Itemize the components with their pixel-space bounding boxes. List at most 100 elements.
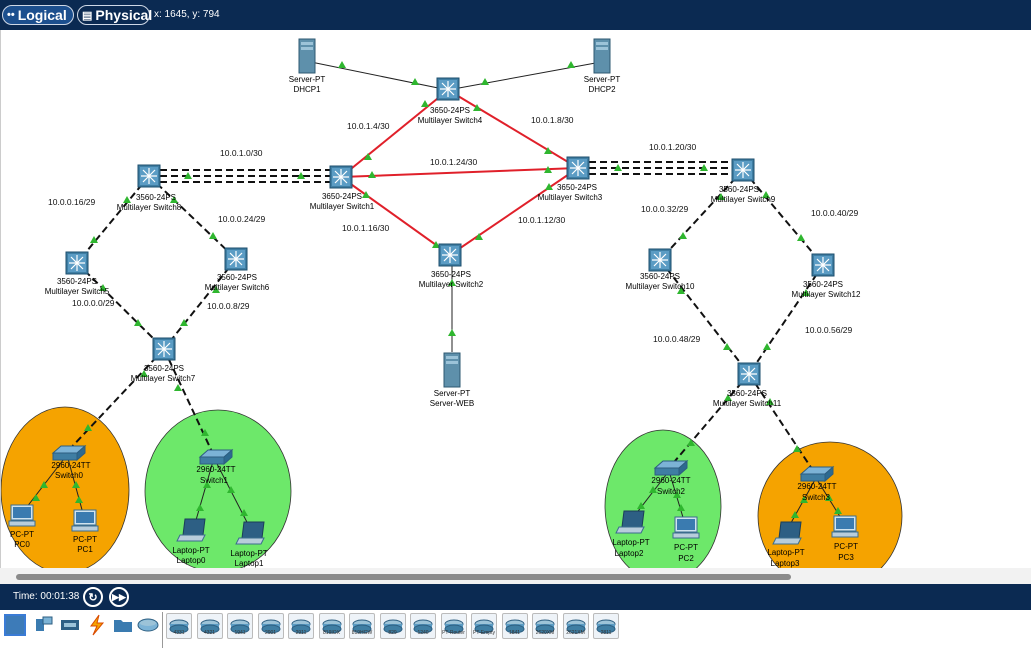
multilayer-switch-icon (566, 156, 590, 180)
device-name: PC2 (678, 554, 694, 563)
device-name: Multilayer Switch10 (626, 282, 695, 291)
device-type: 3560-24PS (217, 273, 257, 282)
logical-tab[interactable]: •• Logical (2, 5, 74, 25)
laptop1[interactable]: Laptop-PT Laptop1 (230, 521, 268, 568)
components-icon[interactable] (59, 614, 81, 636)
pc3[interactable]: PC-PT PC3 (831, 515, 859, 562)
switch2[interactable]: 2960-24TT Switch2 (651, 460, 691, 496)
router-model-pt-empty[interactable] (471, 613, 497, 639)
multilayer-switch6[interactable]: 3560-24PS Multilayer Switch6 (205, 247, 270, 292)
multilayer-switch-icon (811, 253, 835, 277)
palette-divider (162, 612, 163, 648)
connections-icon[interactable] (86, 614, 108, 636)
multilayer-switch5[interactable]: 3560-24PS Multilayer Switch5 (45, 251, 110, 296)
subnet-label: 10.0.0.16/29 (48, 197, 96, 207)
multilayer-switch2[interactable]: 3650-24PS Multilayer Switch2 (419, 243, 484, 289)
device-type: 3560-24PS (727, 389, 767, 398)
server-dhcp1[interactable]: Server-PT DHCP1 (289, 38, 326, 94)
server-dhcp2[interactable]: Server-PT DHCP2 (584, 38, 621, 94)
network-devices-icon[interactable] (4, 614, 26, 636)
subnet-label: 10.0.0.8/29 (207, 301, 250, 311)
laptop0[interactable]: Laptop-PT Laptop0 (172, 518, 210, 565)
device-type: 3560-24PS (144, 364, 184, 373)
logical-tab-label: Logical (17, 7, 67, 23)
multilayer-switch4[interactable]: 3650-24PS Multilayer Switch4 (418, 77, 483, 125)
device-name: Multilayer Switch9 (711, 195, 776, 204)
subnet-label: 10.0.0.32/29 (641, 204, 689, 214)
physical-view-icon: ▤ (82, 9, 93, 22)
multilayer-switch-icon (329, 165, 353, 189)
router-model-label: 819IOX (323, 630, 340, 636)
multilayer-switch1[interactable]: 3650-24PS Multilayer Switch1 (310, 165, 375, 211)
multilayer-switch8[interactable]: 3560-24PS Multilayer Switch8 (117, 164, 182, 212)
router-model-829[interactable] (379, 613, 406, 639)
router-model-label: 2911 (295, 630, 307, 636)
router-model-1841[interactable] (501, 613, 528, 639)
multilayer-switch7[interactable]: 3560-24PS Multilayer Switch7 (131, 337, 196, 383)
router-model-2901[interactable] (257, 613, 284, 639)
device-type: 2960-24TT (797, 482, 836, 491)
pc0[interactable]: PC-PT PC0 (8, 504, 36, 549)
router-model-2811[interactable] (593, 613, 619, 639)
router-icon (230, 619, 250, 634)
multilayer-switch12[interactable]: 3560-24PS Multilayer Switch12 (792, 253, 861, 299)
router-model-2620xm[interactable] (532, 613, 558, 639)
router-model-label: 4321 (203, 630, 216, 636)
device-type: 3560-24PS (136, 193, 176, 202)
router-model-819iox[interactable] (318, 613, 345, 639)
device-name: Switch0 (55, 471, 84, 480)
multilayer-switch3[interactable]: 3650-24PS Multilayer Switch3 (538, 156, 603, 202)
workspace-canvas[interactable]: 10.0.1.4/30 10.0.1.8/30 10.0.1.0/30 10.0… (0, 30, 1031, 568)
router-model-label: 819HGW (351, 630, 373, 636)
server-web[interactable]: Server-PT Server-WEB (430, 352, 474, 408)
fast-forward-icon[interactable]: ▶▶ (109, 587, 129, 607)
pc1[interactable]: PC-PT PC1 (71, 509, 99, 554)
router-model-1240[interactable] (410, 613, 436, 639)
switch1[interactable]: 2960-24TT Switch1 (196, 449, 236, 485)
router-model-pt-router[interactable] (440, 613, 467, 639)
topology-diagram: 10.0.1.4/30 10.0.1.8/30 10.0.1.0/30 10.0… (1, 38, 903, 568)
router-model-2621xm[interactable] (562, 613, 589, 639)
multilayer-switch11[interactable]: 3560-24PS Multilayer Switch11 (713, 362, 782, 408)
scrollbar-thumb[interactable] (16, 574, 791, 580)
device-type: PC-PT (674, 543, 698, 552)
multiuser-icon[interactable] (137, 614, 159, 636)
end-devices-icon[interactable] (32, 614, 54, 636)
router-model-2911[interactable] (288, 613, 314, 639)
subnet-label: 10.0.1.0/30 (220, 148, 263, 158)
multilayer-switch10[interactable]: 3560-24PS Multilayer Switch10 (626, 248, 695, 291)
device-type: Server-PT (434, 389, 471, 398)
router-icon (535, 619, 555, 634)
power-cycle-icon[interactable]: ↻ (83, 587, 103, 607)
server-icon (593, 38, 611, 74)
router-icon (566, 619, 585, 634)
device-type: 3560-24PS (57, 277, 97, 286)
router-model-label: 2811 (600, 630, 612, 636)
device-type: Laptop-PT (172, 546, 209, 555)
router-model-label: 4331 (173, 630, 185, 636)
switch3[interactable]: 2960-24TT Switch3 (797, 466, 837, 502)
router-model-1941[interactable] (227, 613, 253, 639)
laptop3[interactable]: Laptop-PT Laptop3 (767, 521, 805, 568)
router-model-label: 2621XM (566, 630, 585, 636)
subnet-label: 10.0.1.12/30 (518, 215, 566, 225)
multilayer-switch9[interactable]: 3560-24PS Multilayer Switch9 (711, 158, 776, 204)
time-bar (0, 584, 1031, 610)
misc-icon[interactable] (112, 614, 134, 636)
switch0[interactable]: 2960-24TT Switch0 (51, 445, 91, 480)
pc2[interactable]: PC-PT PC2 (672, 516, 700, 563)
laptop2[interactable]: Laptop-PT Laptop2 (612, 510, 650, 558)
router-model-4331[interactable] (166, 613, 192, 639)
pc-icon (672, 516, 700, 539)
physical-tab[interactable]: ▤ Physical (77, 5, 152, 25)
cursor-coordinates: x: 1645, y: 794 (154, 9, 220, 20)
multilayer-switch-icon (224, 247, 248, 271)
device-type: 3650-24PS (557, 183, 597, 192)
link-status-indicators (32, 61, 842, 518)
router-model-4321[interactable] (196, 613, 223, 639)
device-name: Multilayer Switch4 (418, 116, 483, 125)
device-type: Laptop-PT (612, 538, 649, 547)
router-model-819hgw[interactable] (349, 613, 375, 639)
router-model-label: 2901 (264, 630, 277, 636)
router-model-label: 1240 (417, 630, 429, 636)
